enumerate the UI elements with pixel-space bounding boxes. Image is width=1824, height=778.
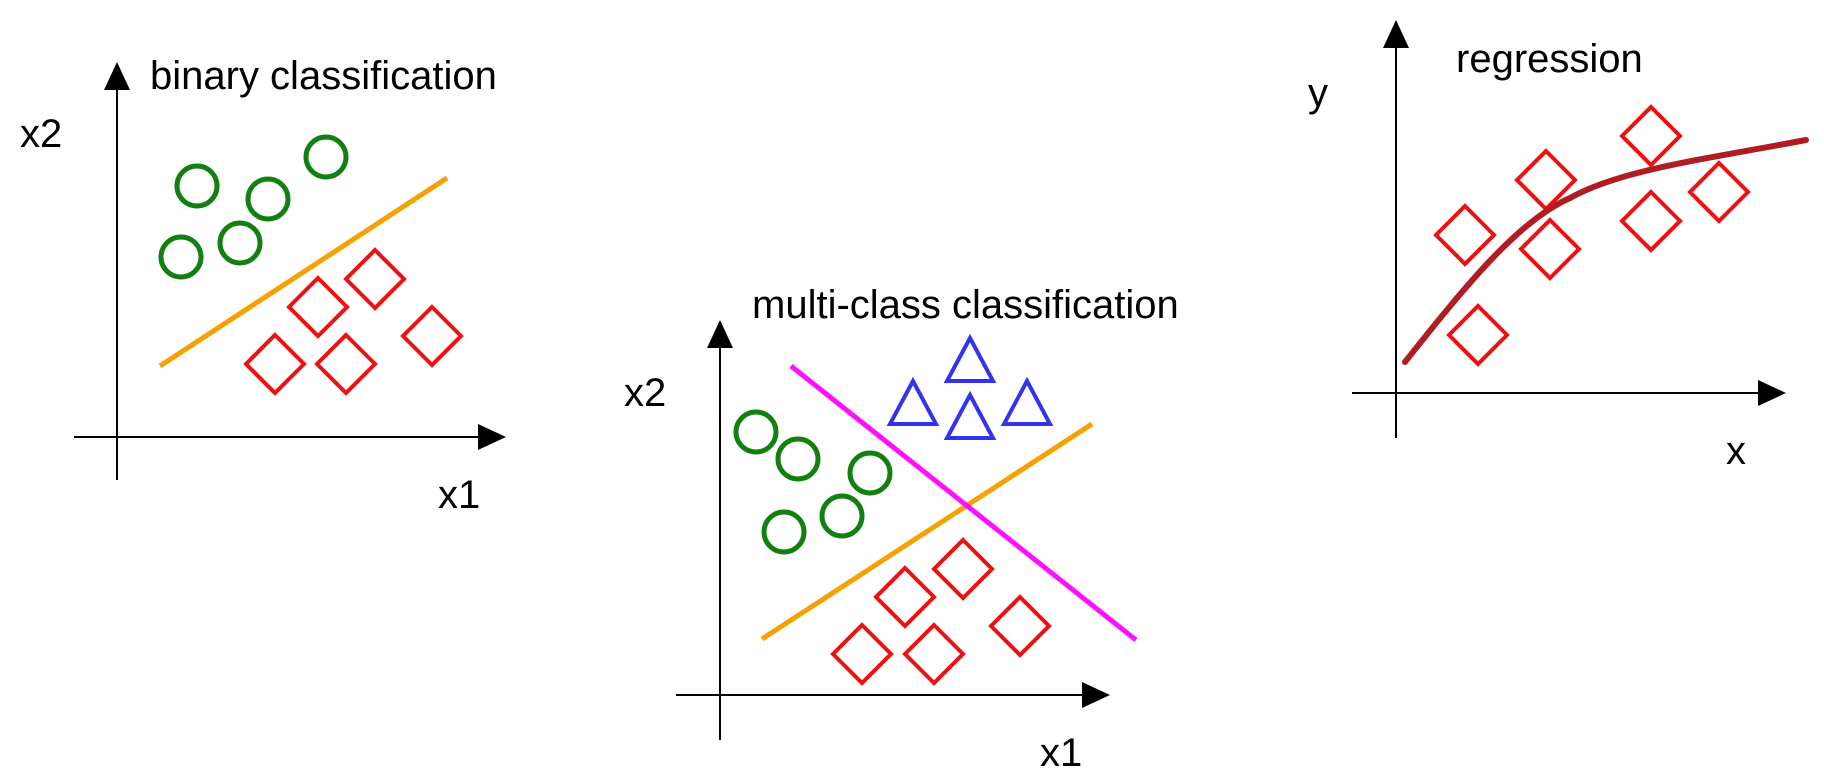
- multiclass-magenta-boundary: [789, 364, 1138, 642]
- multiclass-diamond-class: [830, 537, 1052, 686]
- regression-diamond-points: [1433, 104, 1751, 367]
- regression-x-arrow: [1758, 380, 1786, 406]
- multiclass-diamond-point: [873, 565, 937, 629]
- binary-diamond-point: [400, 304, 464, 368]
- binary-circle-point: [174, 163, 220, 209]
- multiclass-title: multi-class classification: [752, 283, 1179, 327]
- multiclass-orange-boundary: [760, 421, 1094, 642]
- multiclass-diamond-point: [830, 622, 894, 686]
- multiclass-triangle-point: [1000, 376, 1054, 426]
- multiclass-circle-point: [733, 409, 779, 455]
- regression-diamond-point: [1619, 104, 1683, 168]
- binary-circle-point: [158, 234, 204, 280]
- multiclass-triangle-class: [886, 333, 1054, 440]
- regression-y-label: y: [1308, 71, 1328, 115]
- binary-circle-class: [158, 134, 349, 280]
- regression-diamond-point: [1433, 203, 1497, 267]
- regression-fit-curve: [1402, 137, 1809, 365]
- multiclass-circle-point: [847, 450, 893, 496]
- regression-y-arrow: [1383, 20, 1409, 48]
- multiclass-circle-point: [819, 493, 865, 539]
- binary-diamond-point: [314, 332, 378, 396]
- multiclass-diamond-point: [902, 622, 966, 686]
- regression-title: regression: [1456, 37, 1643, 81]
- binary-classification-panel: binary classification x2 x1: [20, 54, 506, 517]
- multiclass-triangle-point: [943, 333, 997, 383]
- regression-diamond-point: [1518, 217, 1582, 281]
- binary-diamond-point: [343, 247, 407, 311]
- binary-y-arrow: [104, 62, 130, 90]
- binary-title: binary classification: [150, 54, 497, 98]
- binary-circle-point: [245, 176, 291, 222]
- binary-x-label: x1: [438, 473, 480, 517]
- multiclass-triangle-point: [943, 390, 997, 440]
- multiclass-diamond-point: [988, 594, 1052, 658]
- regression-panel: regression y x: [1308, 20, 1809, 473]
- multiclass-diamond-point: [931, 537, 995, 601]
- binary-x-arrow: [478, 424, 506, 450]
- multiclass-circle-class: [733, 409, 893, 555]
- multiclass-x-label: x1: [1040, 731, 1082, 775]
- multiclass-x-arrow: [1082, 682, 1110, 708]
- binary-decision-boundary: [158, 175, 449, 369]
- binary-y-label: x2: [20, 112, 62, 156]
- regression-x-label: x: [1726, 429, 1746, 473]
- multiclass-y-label: x2: [624, 371, 666, 415]
- binary-circle-point: [217, 220, 263, 266]
- regression-diamond-point: [1687, 160, 1751, 224]
- multiclass-triangle-point: [886, 376, 940, 426]
- multiclass-classification-panel: multi-class classification x2 x1: [624, 283, 1179, 775]
- regression-diamond-point: [1446, 303, 1510, 367]
- binary-diamond-class: [243, 247, 464, 396]
- multiclass-circle-point: [775, 436, 821, 482]
- regression-diamond-point: [1619, 189, 1683, 253]
- binary-diamond-point: [243, 332, 307, 396]
- binary-circle-point: [303, 134, 349, 180]
- multiclass-y-arrow: [707, 320, 733, 348]
- multiclass-circle-point: [761, 509, 807, 555]
- binary-diamond-point: [286, 275, 350, 339]
